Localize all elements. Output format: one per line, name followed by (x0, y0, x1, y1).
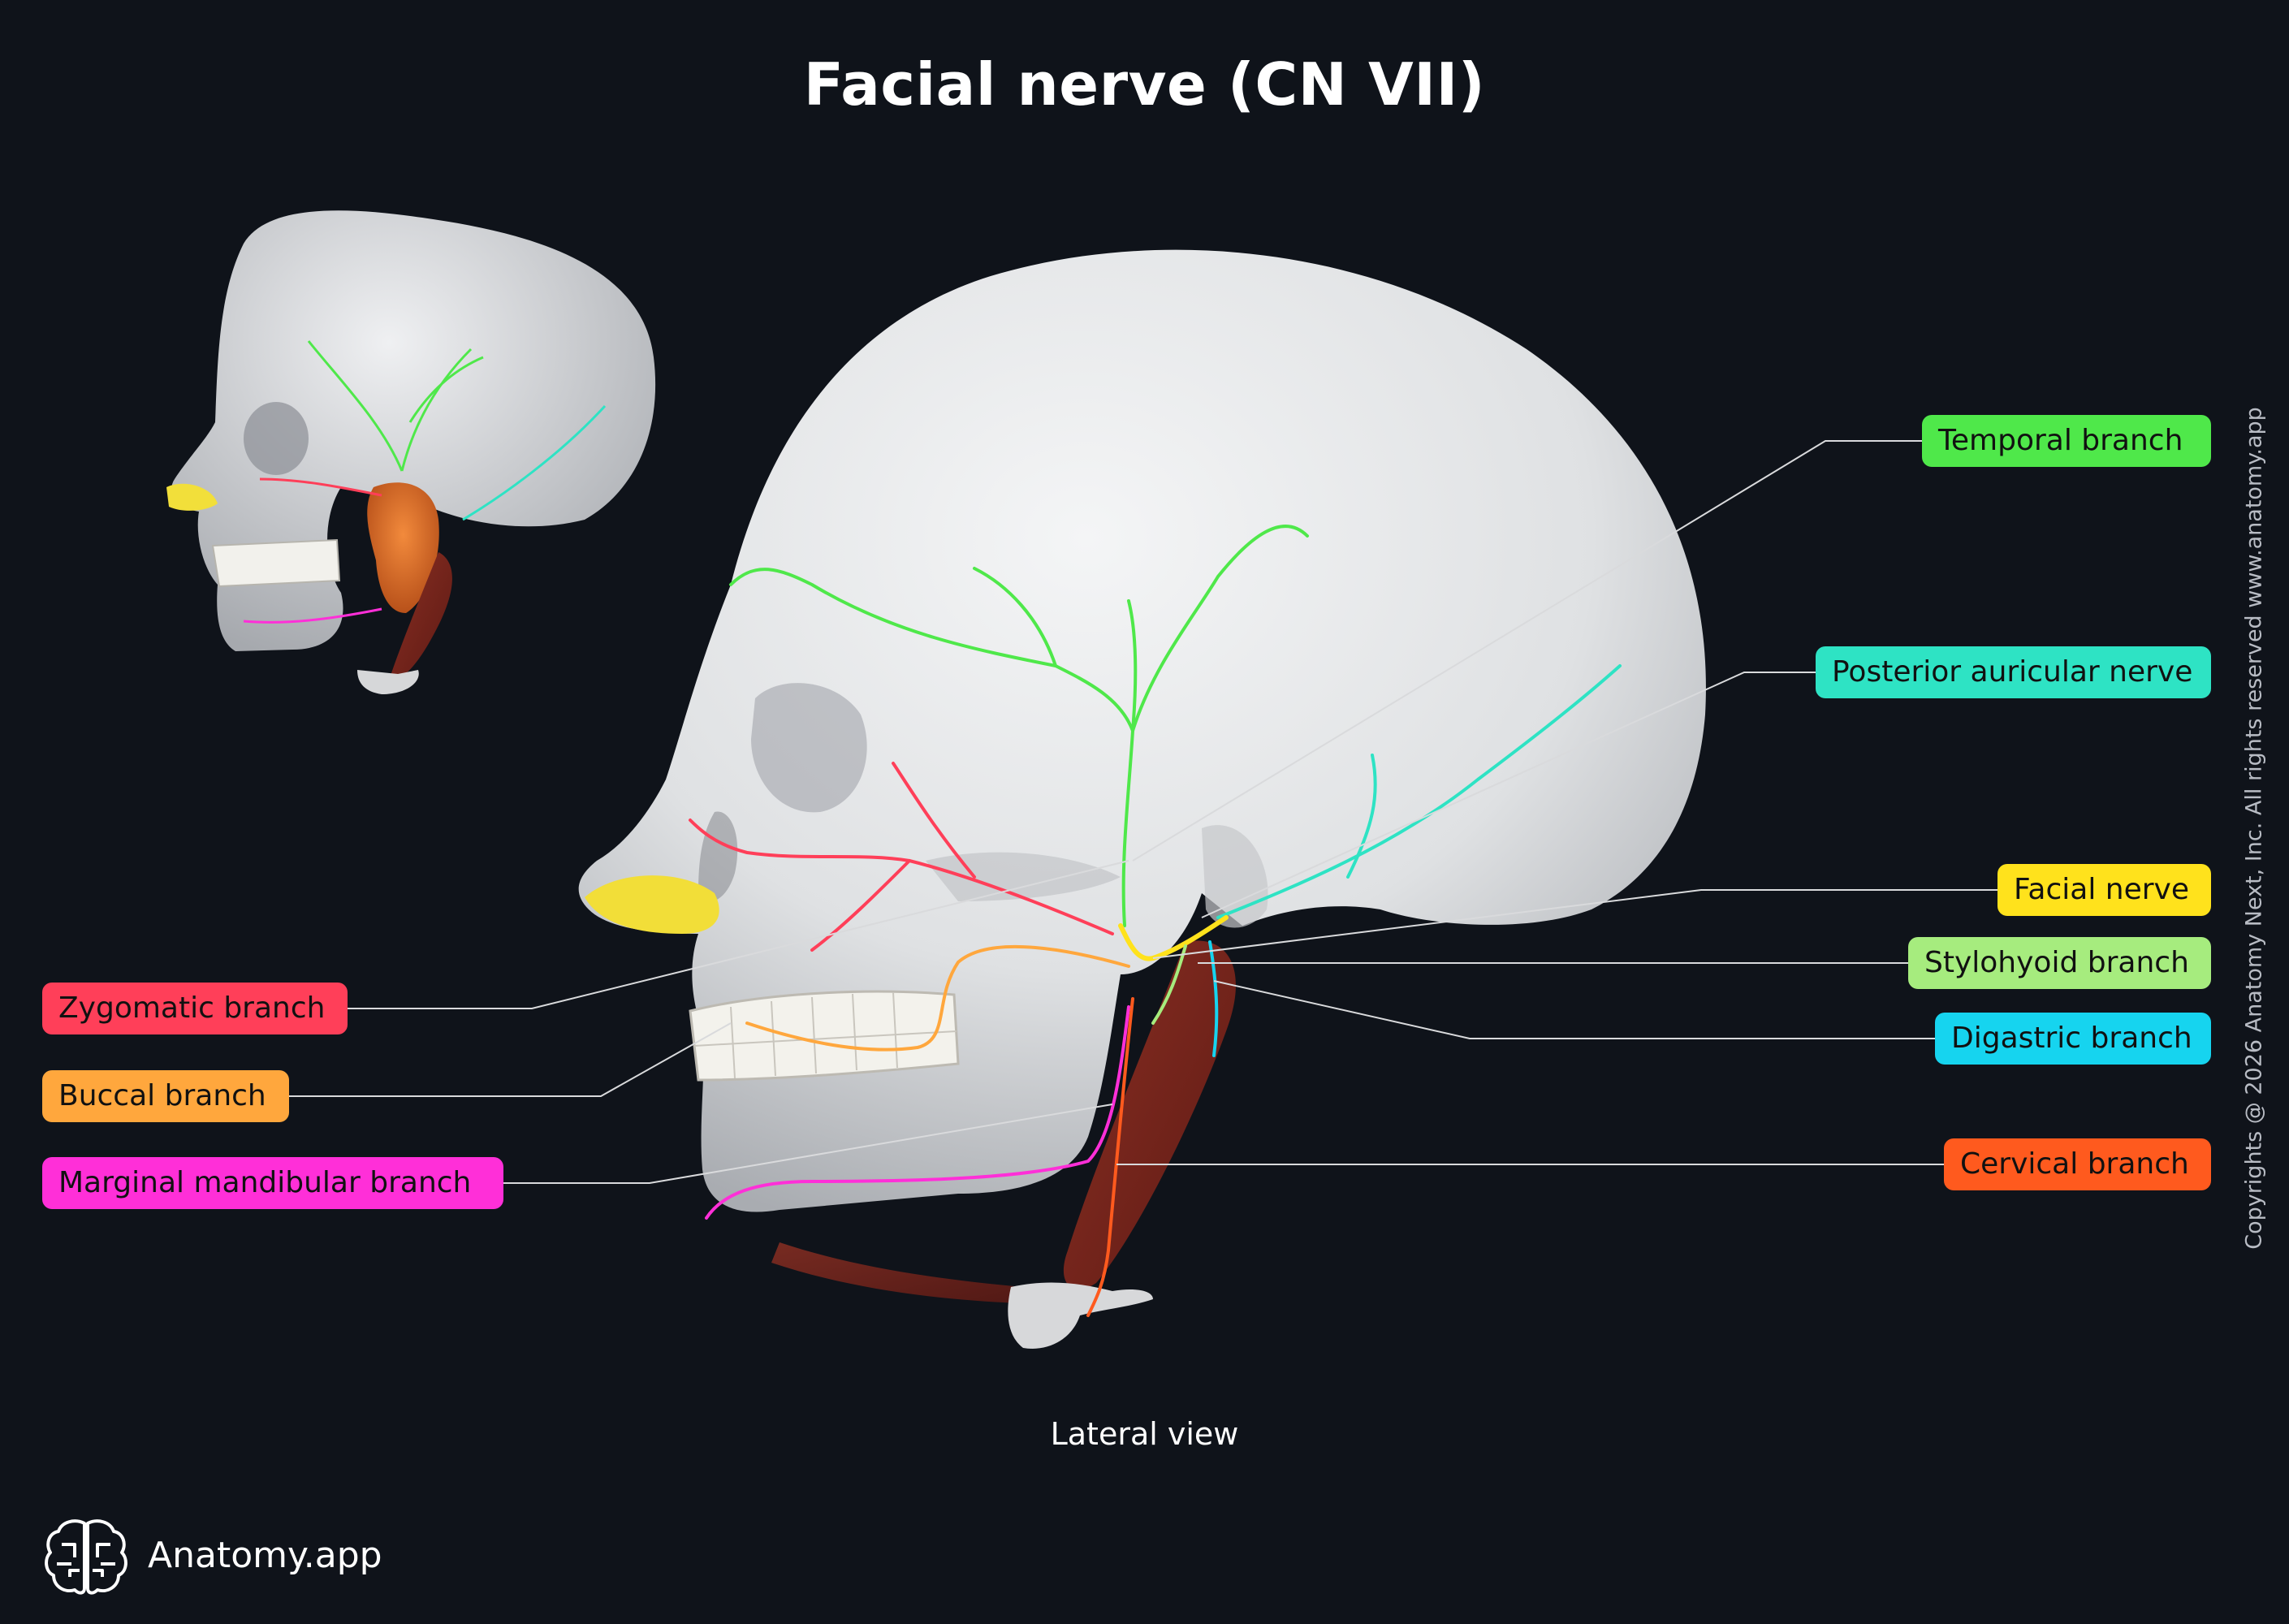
diagram-title: Facial nerve (CN VII) (803, 50, 1486, 119)
label-marginal-mandibular-branch: Marginal mandibular branch (42, 1157, 503, 1209)
small-nose-cartilage (166, 483, 218, 511)
zygomatic-branch-nerve (689, 818, 1114, 935)
label-digastric-branch: Digastric branch (1935, 1013, 2211, 1065)
label-posterior-auricular-nerve: Posterior auricular nerve (1816, 646, 2211, 698)
large-zygomatic-arch (926, 852, 1121, 901)
copyright-notice: Copyrights @ 2026 Anatomy Next, Inc. All… (2241, 407, 2267, 1250)
buccal-branch-nerve (745, 944, 1130, 1052)
marginal-mandibular-nerve (705, 1005, 1130, 1220)
large-orbit (751, 683, 867, 813)
label-zygomatic-branch: Zygomatic branch (42, 983, 348, 1034)
label-facial-nerve-text: Facial nerve (2014, 873, 2189, 906)
label-temporal-branch-text: Temporal branch (1938, 424, 2183, 457)
large-hyoid (1008, 1282, 1153, 1349)
leader-marginal-mandibular (503, 1104, 1113, 1184)
label-buccal-text: Buccal branch (58, 1079, 266, 1112)
label-marginal-mandibular-text: Marginal mandibular branch (58, 1166, 472, 1199)
label-zygomatic-text: Zygomatic branch (58, 991, 326, 1025)
leader-digastric (1213, 980, 1935, 1039)
leader-posterior-auricular (1201, 672, 1816, 918)
label-cervical-branch: Cervical branch (1944, 1138, 2211, 1190)
leader-facial (1152, 889, 1997, 959)
large-mastoid (1202, 825, 1268, 928)
small-nerve-branches (243, 340, 607, 624)
small-hyoid (357, 670, 419, 694)
label-facial-nerve: Facial nerve (1997, 864, 2211, 916)
leader-zygomatic (348, 860, 1129, 1009)
label-digastric-text: Digastric branch (1951, 1021, 2192, 1055)
small-orbit (244, 402, 309, 475)
small-cranium (171, 210, 656, 651)
large-neck-muscle (1063, 940, 1236, 1289)
digastric-branch-nerve (1208, 940, 1219, 1057)
large-teeth-lines (693, 991, 957, 1079)
brand-name: Anatomy.app (148, 1535, 382, 1576)
large-nose-cartilage (585, 875, 719, 934)
large-cranium (578, 249, 1706, 1212)
posterior-auricular-nerve (1216, 664, 1622, 919)
small-teeth (211, 538, 341, 588)
label-temporal-branch: Temporal branch (1922, 415, 2211, 467)
label-buccal-branch: Buccal branch (42, 1070, 289, 1122)
label-stylohyoid-text: Stylohyoid branch (1924, 946, 2189, 979)
small-parotid-gland (367, 482, 439, 613)
label-cervical-text: Cervical branch (1960, 1147, 2189, 1181)
label-stylohyoid-branch: Stylohyoid branch (1908, 937, 2211, 989)
small-neck-muscle (390, 552, 452, 679)
large-strap-muscle (771, 1242, 1023, 1303)
leader-lines (289, 440, 1997, 1184)
leader-buccal (289, 1022, 732, 1097)
small-skull (166, 210, 656, 694)
brain-logo-icon (45, 1519, 127, 1595)
large-skull (578, 249, 1706, 1349)
label-posterior-auricular-text: Posterior auricular nerve (1832, 655, 2193, 689)
large-teeth (689, 990, 960, 1082)
leader-temporal (1132, 440, 1922, 862)
cervical-branch-nerve (1086, 997, 1134, 1317)
view-caption: Lateral view (1050, 1416, 1239, 1452)
